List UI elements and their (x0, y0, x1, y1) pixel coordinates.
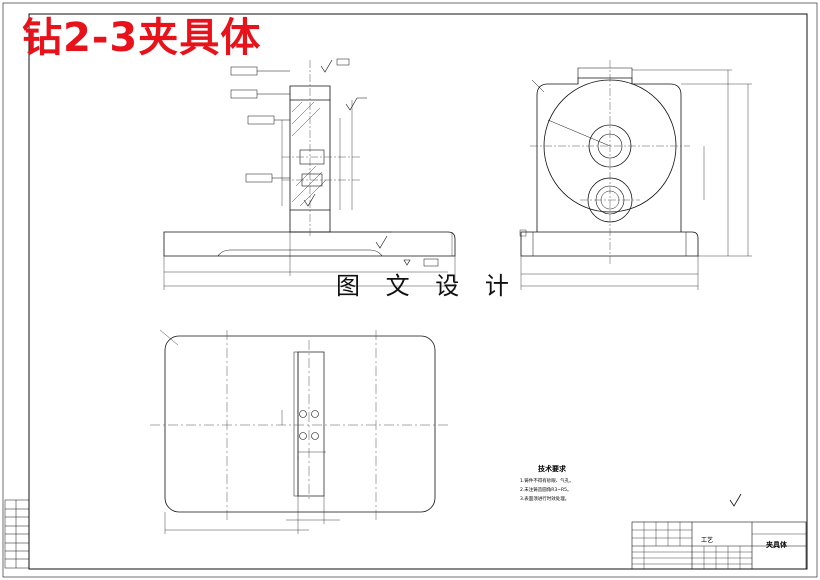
drawing-title: 钻2-3夹具体 (22, 15, 262, 61)
side-view (519, 60, 752, 290)
watermark-text: 图 文 设 计 (336, 272, 518, 300)
title-block (631, 521, 807, 570)
technical-requirement-line: 2.未注铸造圆角R3~R5。 (520, 488, 572, 493)
technical-requirement-line: 3.表面须进行时效处理。 (520, 497, 570, 502)
technical-requirement-line: 1.铸件不得有砂眼、气孔。 (520, 479, 574, 484)
title-block-part-name: 夹具体 (766, 541, 787, 549)
inner-border (28, 13, 808, 570)
front-view (163, 58, 456, 290)
top-view (150, 329, 450, 534)
title-block-process-label: 工艺 (701, 537, 714, 544)
margin-strip-table (4, 499, 30, 569)
technical-requirements-title: 技术要求 (538, 465, 566, 473)
surface-finish-symbol (729, 493, 742, 507)
